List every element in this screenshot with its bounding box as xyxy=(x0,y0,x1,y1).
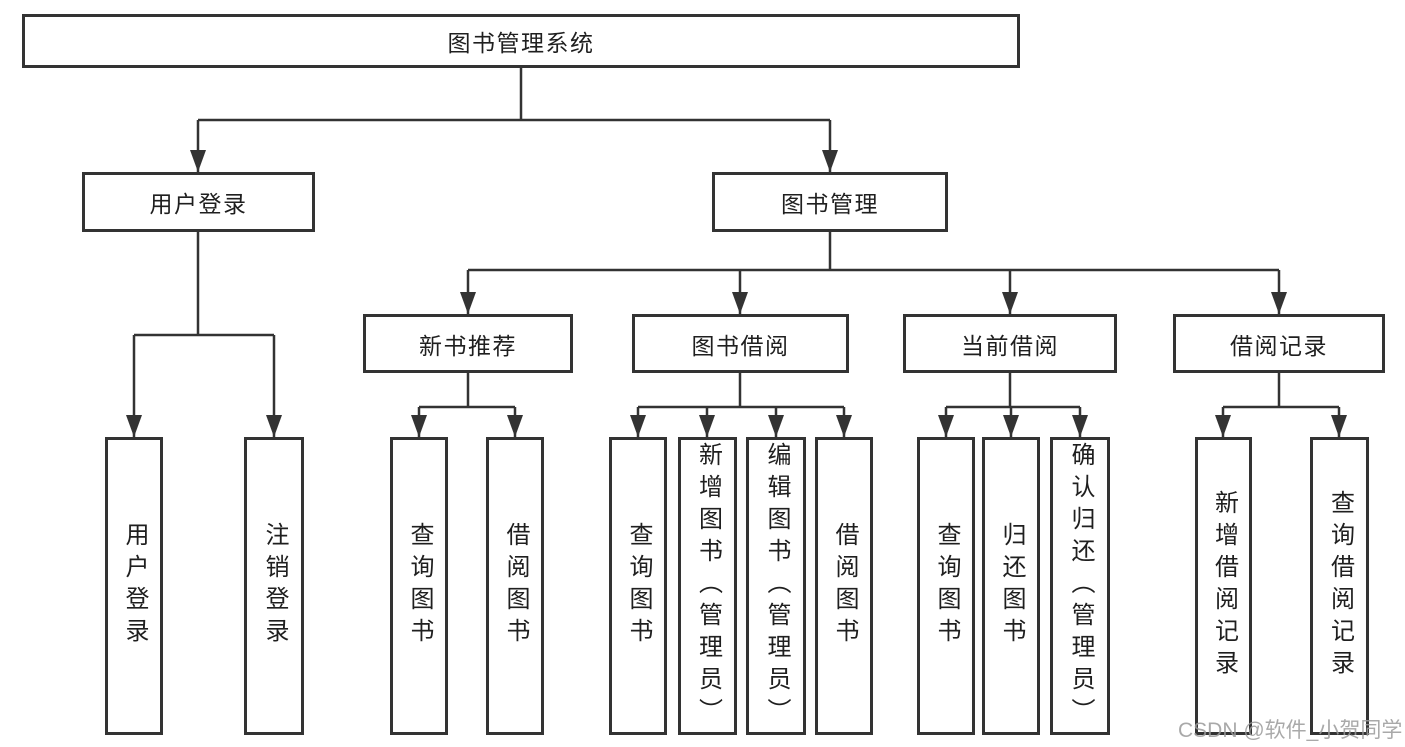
node-book-management-label: 图书管理 xyxy=(781,191,879,217)
leaf-newbook-query-label: 查询图书 xyxy=(406,522,433,650)
leaf-bookborrow-borrow: 借阅图书 xyxy=(815,437,873,735)
node-current-borrow-label: 当前借阅 xyxy=(961,332,1059,359)
leaf-logout-label: 注销登录 xyxy=(261,522,288,650)
leaf-currentborrow-confirm-label: 确认归还（管理员） xyxy=(1067,442,1094,730)
leaf-bookborrow-query: 查询图书 xyxy=(609,437,667,735)
leaf-user-login-label: 用户登录 xyxy=(121,522,148,650)
node-new-book-recommend-label: 新书推荐 xyxy=(419,332,517,359)
leaf-user-login: 用户登录 xyxy=(105,437,163,735)
leaf-currentborrow-query: 查询图书 xyxy=(917,437,975,735)
leaf-bookborrow-add: 新增图书（管理员） xyxy=(678,437,737,735)
leaf-newbook-query: 查询图书 xyxy=(390,437,448,735)
leaf-currentborrow-query-label: 查询图书 xyxy=(933,522,960,650)
leaf-bookborrow-edit: 编辑图书（管理员） xyxy=(746,437,806,735)
leaf-borrowrecord-query: 查询借阅记录 xyxy=(1310,437,1369,735)
node-book-borrow-label: 图书借阅 xyxy=(691,332,790,359)
leaf-logout: 注销登录 xyxy=(244,437,304,735)
leaf-bookborrow-query-label: 查询图书 xyxy=(625,522,652,650)
leaf-newbook-borrow-label: 借阅图书 xyxy=(502,522,529,650)
node-user-login-label: 用户登录 xyxy=(149,191,248,217)
leaf-newbook-borrow: 借阅图书 xyxy=(486,437,544,735)
node-new-book-recommend: 新书推荐 xyxy=(363,314,573,373)
leaf-bookborrow-edit-label: 编辑图书（管理员） xyxy=(763,442,790,730)
node-borrow-record-label: 借阅记录 xyxy=(1230,332,1328,359)
node-book-management: 图书管理 xyxy=(712,172,948,232)
leaf-bookborrow-borrow-label: 借阅图书 xyxy=(831,522,858,650)
leaf-borrowrecord-add-label: 新增借阅记录 xyxy=(1210,490,1238,682)
leaf-currentborrow-return-label: 归还图书 xyxy=(998,522,1025,650)
leaf-borrowrecord-query-label: 查询借阅记录 xyxy=(1326,490,1354,682)
node-book-borrow: 图书借阅 xyxy=(632,314,849,373)
leaf-bookborrow-add-label: 新增图书（管理员） xyxy=(694,442,722,730)
node-root-label: 图书管理系统 xyxy=(447,30,595,56)
leaf-currentborrow-return: 归还图书 xyxy=(982,437,1040,735)
leaf-borrowrecord-add: 新增借阅记录 xyxy=(1195,437,1252,735)
leaf-currentborrow-confirm: 确认归还（管理员） xyxy=(1050,437,1110,735)
node-borrow-record: 借阅记录 xyxy=(1173,314,1385,373)
node-user-login: 用户登录 xyxy=(82,172,315,232)
watermark: CSDN @软件_小贺同学 xyxy=(1178,719,1403,742)
node-root: 图书管理系统 xyxy=(22,14,1020,68)
node-current-borrow: 当前借阅 xyxy=(903,314,1117,373)
